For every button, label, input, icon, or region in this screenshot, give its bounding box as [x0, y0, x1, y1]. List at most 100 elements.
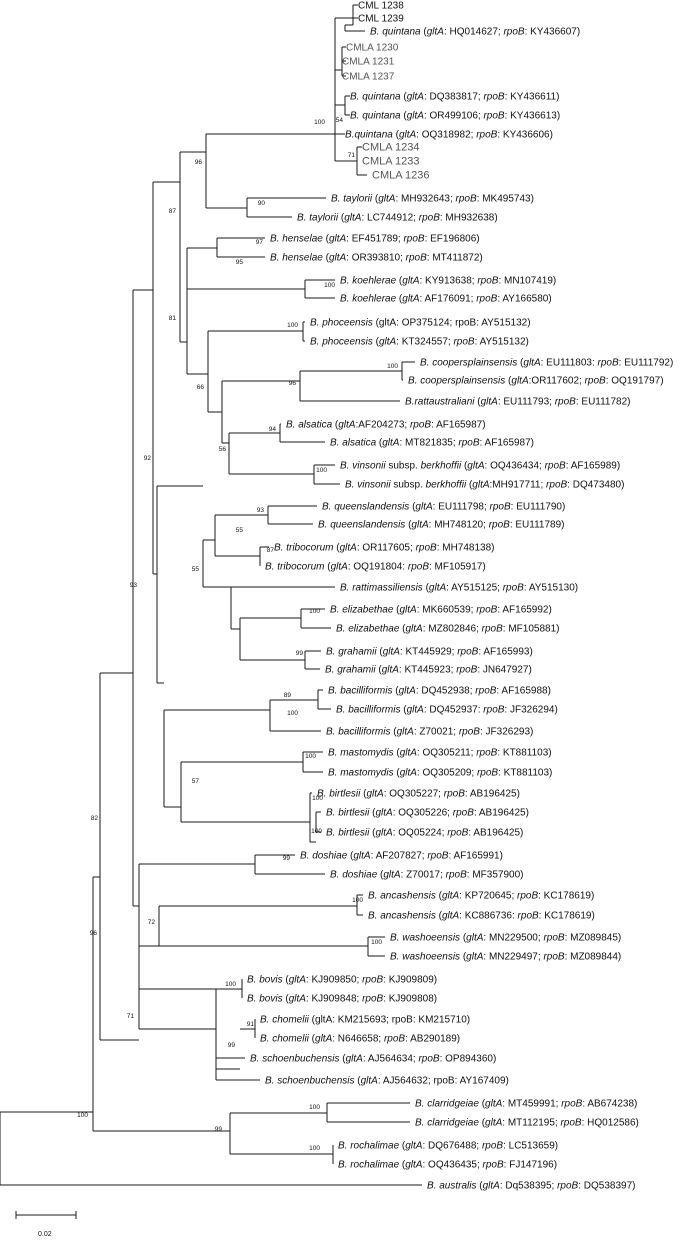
tip-label: CMLA 1230	[346, 43, 399, 54]
tip-label-part: gltA	[402, 294, 420, 305]
tip-label-part: gltA	[407, 92, 425, 103]
bootstrap-value: 99	[296, 650, 304, 657]
tip-label-part: : MH932638)	[440, 213, 498, 224]
tip-label-part: rpoB	[546, 480, 567, 491]
tip-label-part: B. taylorii	[297, 213, 339, 224]
tip-label-part: : AB290189)	[405, 1034, 460, 1045]
tip-label-part: (	[396, 276, 403, 287]
tip-label-part: B. quintana	[370, 27, 421, 38]
tip-label-part: rpoB	[476, 748, 497, 759]
tip-label-part: B. doshiae	[330, 870, 378, 881]
bootstrap-value: 90	[258, 200, 266, 207]
tip-label-part: (	[423, 583, 430, 594]
tip-label: B. chomelii (gltA: N646658; rpoB: AB2901…	[260, 1034, 460, 1045]
tip-label-part: : AB196425)	[474, 808, 529, 819]
tip-label-part: gltA	[378, 194, 396, 205]
tip-label-part: gltA	[429, 583, 447, 594]
tip-label-part: CML 1239	[358, 14, 404, 25]
tip-label-part: (	[283, 975, 290, 986]
tip-label-part: B. vinsonii	[340, 461, 386, 472]
tip-label-part: : LC744912;	[361, 213, 418, 224]
tip-label-part: gltA	[511, 376, 529, 387]
tip-label-part: : OQ305227;	[384, 789, 444, 800]
tip-label-part: gltA	[485, 1099, 503, 1110]
tip-label-part: gltA	[397, 727, 415, 738]
tip-label-part: : HQ012586)	[582, 1118, 639, 1129]
tip-label-part: : MZ089845)	[565, 933, 622, 944]
tip-label-part: : MF105881)	[503, 624, 560, 635]
tip-label: B.quintana (gltA: OQ318982; rpoB: KY4366…	[345, 130, 553, 141]
tip-label-part: gltA	[466, 933, 484, 944]
tip-label-part: rpoB	[459, 727, 480, 738]
tip-label-part: : OQ436435;	[422, 1160, 482, 1171]
tip-label-part: : OQ191804:	[348, 562, 408, 573]
tip-label-part: : KT881103)	[497, 748, 551, 759]
tip-label-part: : EU111790)	[511, 502, 566, 513]
tip-label-part: rpoB	[453, 337, 474, 348]
tip-label-part: B. taylorii	[331, 194, 373, 205]
tip-label-part: : EU111798;	[433, 502, 490, 513]
tip-label-part: : FJ147196)	[504, 1160, 557, 1171]
tip-label-part: :OR117602;	[529, 376, 585, 387]
tip-label: B. taylorii (gltA: LC744912; rpoB: MH932…	[297, 213, 498, 224]
tip-label: B. australis (gltA: Dq538395; rpoB: DQ53…	[427, 1181, 635, 1192]
tip-label-part: : KC178619)	[538, 891, 594, 902]
tip-label: B. queenslandensis (gltA: MH748120; rpoB…	[318, 520, 564, 531]
tip-label-part: : AB196425)	[465, 789, 520, 800]
tip-label-part: (	[376, 438, 383, 449]
tip-label-part: rpoB	[483, 1160, 504, 1171]
bootstrap-value: 100	[311, 828, 322, 835]
tip-label-part: rpoB	[444, 789, 465, 800]
tip-label-part: : DQ538397)	[578, 1181, 635, 1192]
tip-label-part: B. schoenbuchensis	[265, 1076, 355, 1087]
tip-label-part: : Z70017;	[401, 870, 446, 881]
tip-label-part: : Z70021;	[414, 727, 459, 738]
tip-label-part: rpoB	[406, 253, 427, 264]
tip-label-part: (	[401, 92, 408, 103]
bootstrap-value: 93	[130, 582, 138, 589]
bootstrap-value: 100	[309, 608, 320, 615]
tip-label: B. rattimassiliensis (gltA: AY515125; rp…	[340, 583, 578, 594]
bootstrap-value: 100	[309, 1104, 320, 1111]
tip-label-part: gltA	[407, 705, 425, 716]
tip-label: B. schoenbuchensis (gltA: AJ564632; rpoB…	[265, 1076, 509, 1087]
tip-label-part: B. rattimassiliensis	[340, 583, 423, 594]
tip-label-part: (	[461, 461, 468, 472]
tip-label-part: rpoB	[561, 1099, 582, 1110]
scale-bar: 0.02	[15, 1211, 77, 1238]
bootstrap-value: 100	[287, 322, 298, 329]
tip-label: B. alsatica (gltA:AF204273; rpoB: AF1659…	[286, 420, 486, 431]
tip-label-part: : AF165989)	[566, 461, 620, 472]
tip-label-part: B. birtlesii	[317, 789, 361, 800]
tip-label-part: gltA	[338, 420, 356, 431]
tip-label-part: : MZ802846;	[423, 624, 482, 635]
tip-label-part: (	[333, 543, 340, 554]
tip-label-part: rpoB	[517, 891, 538, 902]
tip-label-part: : OR499106;	[424, 111, 483, 122]
tip-label-part: :AF204273;	[355, 420, 409, 431]
tip-label-part: gltA	[415, 502, 433, 513]
tip-label-part: gltA	[466, 952, 484, 963]
tip-label-part: : MT411872)	[427, 253, 483, 264]
tip-label-part: B. schoenbuchensis	[250, 1054, 340, 1065]
tip-label-part: : AF176091;	[420, 294, 477, 305]
tip-label: B. grahamii (gltA: KT445923; rpoB: JN647…	[325, 665, 532, 676]
tip-label-part: (gltA: KM215693; rpoB: KM215710)	[309, 1015, 470, 1026]
tip-label: B. henselae (gltA: OR393810; rpoB: MT411…	[270, 253, 483, 264]
tip-label-part: (	[377, 647, 384, 658]
tip-label-part: B. clarridgeiae	[415, 1118, 479, 1129]
tip-label-part: : AY515130)	[524, 583, 578, 594]
tip-label-part: (	[396, 294, 403, 305]
tip-label-part: : AY166580)	[497, 294, 551, 305]
tip-label-part: rpoB	[456, 665, 477, 676]
bootstrap-value: 57	[192, 778, 200, 785]
tip-label-part: rpoB	[518, 911, 539, 922]
tip-label-part: B. tribocorum	[265, 562, 324, 573]
tip-label-part: gltA	[400, 748, 418, 759]
tip-label-part: : KT445929;	[400, 647, 457, 658]
tip-label: B. doshiae (gltA: Z70017; rpoB: MF357900…	[330, 870, 523, 881]
tip-label-part: : OP894360)	[440, 1054, 497, 1065]
tip-label-part: B. washoeensis	[390, 933, 460, 944]
tip-label-part: : KC178619)	[539, 911, 595, 922]
